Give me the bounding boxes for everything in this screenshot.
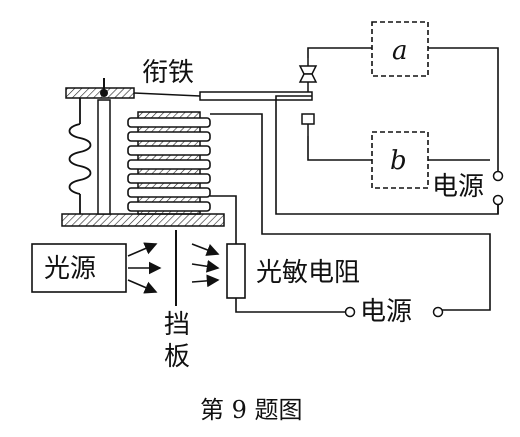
pivot-pin [100,89,108,97]
power-top-terminal-1 [492,170,504,182]
armature-label: 衔铁 [142,58,195,88]
light-source-label: 光源 [44,254,97,284]
power-top-label: 电源 [432,172,485,202]
power-bottom-terminal-2 [432,306,444,318]
control-circuit-wires [210,113,491,313]
power-bottom-terminal-1 [344,306,356,318]
baffle-label-line1: 挡 [164,310,191,340]
base-plate [61,213,225,227]
figure-caption: 第 9 题图 [200,396,303,424]
working-circuit-wires [275,47,499,215]
upper-contact [298,58,318,92]
lower-contact [301,113,315,136]
baffle-label-line2: 板 [164,342,191,372]
frame-post [97,99,111,215]
spring [68,98,92,214]
photoresistor-label: 光敏电阻 [256,258,361,288]
photoresistor [226,243,246,299]
electromagnet-coil [127,117,211,212]
light-rays-photoresistor [191,243,220,288]
power-top-terminal-2 [492,194,504,206]
box-b-label: b [390,146,407,176]
light-source-box [31,243,127,293]
power-bottom-label: 电源 [360,297,413,327]
box-a-label: a [392,36,408,66]
light-rays-source [127,242,162,294]
load-box-b [371,131,429,189]
load-box-a [371,21,429,77]
